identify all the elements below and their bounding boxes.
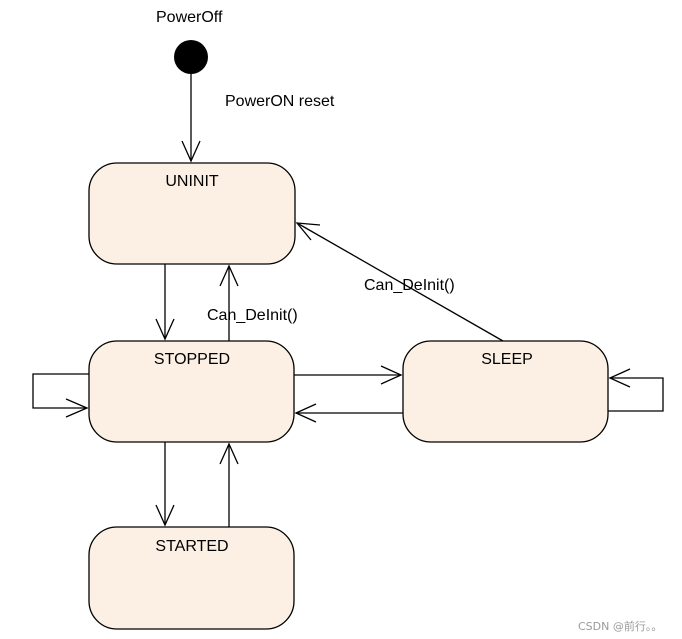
transition-power-on-label: PowerON reset <box>225 93 335 110</box>
transition-stopped-to-uninit <box>219 264 239 341</box>
state-stopped: STOPPED <box>88 340 295 443</box>
transition-stopped-to-sleep <box>294 365 403 385</box>
transition-sleep-to-uninit <box>295 222 504 342</box>
transition-sleep-self-loop <box>608 368 664 412</box>
state-uninit-label: UNINIT <box>165 173 219 190</box>
state-started-label: STARTED <box>155 538 228 555</box>
state-stopped-label: STOPPED <box>154 351 230 368</box>
transition-stopped-self-loop <box>32 373 89 418</box>
watermark-text: CSDN @前行。。 <box>578 619 662 633</box>
transition-started-to-stopped <box>219 442 239 527</box>
transition-sleep-deinit-label: Can_DeInit() <box>364 277 455 294</box>
transition-power-on <box>181 74 201 163</box>
transition-stopped-deinit-label: Can_DeInit() <box>207 307 298 324</box>
transition-stopped-to-started <box>155 442 175 527</box>
transition-sleep-to-stopped <box>294 403 403 423</box>
state-uninit: UNINIT <box>88 162 296 265</box>
state-sleep: SLEEP <box>402 340 609 443</box>
state-started: STARTED <box>88 526 295 630</box>
transition-uninit-to-stopped <box>155 264 175 341</box>
state-sleep-label: SLEEP <box>481 351 533 368</box>
initial-state-label: PowerOff <box>156 9 223 26</box>
initial-state-dot <box>174 40 208 74</box>
